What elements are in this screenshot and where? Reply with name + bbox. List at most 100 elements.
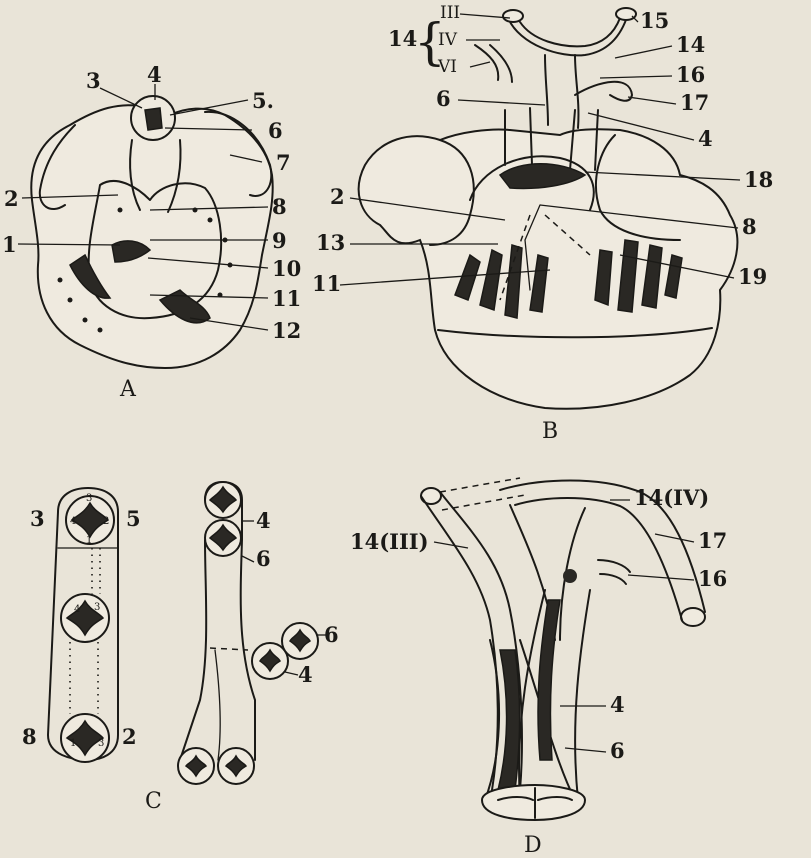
panel-a-label-11: 11 [272, 286, 301, 311]
panel-a-label-6: 6 [268, 118, 283, 143]
panel-b-pulmonary-branch [574, 80, 633, 102]
panel-d-top-arch [499, 479, 706, 621]
panel-c-left-bottom-cross [65, 719, 105, 757]
panel-d-label-6: 6 [610, 738, 625, 763]
panel-d-dashed-top-2 [441, 494, 526, 511]
panel-c-num-4-top: 4 [70, 516, 76, 527]
panel-d-base-septum [497, 787, 573, 819]
panel-a-label-3: 3 [86, 68, 101, 93]
panel-a-label-9: 9 [272, 228, 287, 253]
panel-b-arch-iv: IV [438, 30, 458, 50]
panel-d-ostium [563, 569, 577, 583]
panel-c-num-1-bot: 1 [70, 738, 76, 749]
panel-a-label-2: 2 [4, 186, 19, 211]
panel-c-num-4-mid: 4 [74, 604, 80, 615]
panel-d-label-17: 17 [698, 528, 727, 553]
panel-d: 14(III) 14(IV) 17 16 4 6 D [350, 477, 727, 858]
panel-d-dashed-top-1 [439, 477, 521, 493]
panel-a-label-5: 5. [252, 88, 274, 113]
panel-a-conus [129, 139, 182, 213]
panel-c-left-mid-cross [65, 599, 105, 637]
panel-b-arch-vi: VI [437, 57, 457, 77]
panel-c-pair-cross-right [289, 628, 311, 653]
panel-a-caption: A [119, 377, 137, 402]
panel-c-num-3-bot: 3 [98, 738, 104, 749]
panel-a-cushion [111, 240, 152, 263]
panel-c-left-tube [47, 487, 119, 761]
panel-c-right-cross-top [208, 485, 238, 514]
panel-b-label-17: 17 [680, 90, 709, 115]
panel-a-right-auricle [204, 110, 273, 197]
panel-a-label-10: 10 [272, 256, 301, 281]
panel-a-label-4: 4 [147, 62, 162, 87]
panel-b-label-13: 13 [316, 230, 345, 255]
panel-d-label-14-iv: 14(IV) [634, 485, 709, 510]
panel-b-label-18: 18 [744, 167, 773, 192]
panel-b-label-4: 4 [698, 126, 713, 151]
panel-a: 3 4 5. 6 7 2 8 1 9 10 11 12 A [2, 62, 301, 402]
panel-b-arch-top [507, 13, 629, 57]
panel-b-right-auricle [594, 134, 681, 241]
panel-a-label-12: 12 [272, 318, 301, 343]
panel-c-label-3: 3 [30, 506, 45, 531]
panel-a-label-1: 1 [2, 232, 17, 257]
panel-b-label-6: 6 [436, 86, 451, 111]
panel-c-pair-cross-left [259, 648, 281, 673]
panel-b-label-8: 8 [742, 214, 757, 239]
panel-b-arch-bottom [519, 17, 621, 48]
panel-b-brace: { [414, 13, 446, 71]
panel-b-trabeculae [454, 239, 683, 319]
panel-d-trunk-right [518, 589, 591, 801]
panel-b-lumen [469, 155, 595, 211]
panel-c-right-cross-bl [184, 754, 208, 778]
panel-b-vessel-end-right [615, 7, 637, 21]
panel-b: III IV VI { 14 15 14 16 17 6 4 2 18 8 13… [312, 3, 773, 444]
panel-c-left-top-cross [70, 501, 110, 539]
panel-b-label-19: 19 [738, 264, 767, 289]
panel-c-label-5: 5 [126, 506, 141, 531]
panel-b-label-11: 11 [312, 271, 341, 296]
panel-b-label-14-brace: 14 [388, 26, 417, 51]
panel-d-label-16: 16 [698, 566, 727, 591]
panel-b-ventricle-line [437, 327, 713, 339]
panel-b-label-14: 14 [676, 32, 705, 57]
panel-d-caption: D [524, 833, 542, 858]
panel-c-label-2: 2 [122, 724, 137, 749]
panel-d-shade-right [537, 599, 561, 761]
panel-b-left-vessel [474, 44, 513, 83]
panel-b-crest [498, 163, 587, 190]
panel-d-base-ring [480, 783, 587, 822]
panel-a-trabeculae-left [69, 253, 112, 299]
panel-d-trunk-left [484, 639, 576, 801]
panel-c-pair-label-6: 6 [324, 622, 339, 647]
panel-c-pair-label-4: 4 [298, 662, 313, 687]
panel-b-label-15: 15 [640, 8, 669, 33]
panel-b-vessel-end-left [502, 9, 524, 23]
panel-a-label-8: 8 [272, 194, 287, 219]
panel-c-label-8: 8 [22, 724, 37, 749]
panel-b-leader-lines [339, 13, 741, 286]
panel-b-label-2: 2 [330, 184, 345, 209]
panel-b-arch-iii: III [440, 3, 460, 23]
panel-b-caption: B [542, 419, 558, 444]
panel-a-truncus-lumen [144, 107, 163, 131]
panel-c-label-4-right: 4 [256, 508, 271, 533]
panel-c-label-6-right: 6 [256, 546, 271, 571]
panel-c-right-split [214, 649, 221, 761]
panel-d-label-4: 4 [610, 692, 625, 717]
panel-d-label-14-iii: 14(III) [350, 529, 429, 554]
panel-b-septum [499, 204, 591, 301]
panel-d-branch-16 [597, 559, 631, 585]
panel-b-truncus [504, 107, 599, 171]
panel-a-left-auricle [38, 124, 76, 210]
panel-c-num-2-top: 2 [103, 516, 109, 527]
panel-c-right-dashed [209, 647, 249, 651]
panel-a-heart-outline [30, 104, 274, 370]
panel-d-leader-lines [433, 499, 695, 753]
panel-c-num-3-top: 3 [86, 493, 92, 504]
panel-b-heart-outline [357, 128, 739, 410]
panel-c-leader-6 [241, 555, 255, 563]
panel-a-leader-lines [17, 84, 269, 331]
